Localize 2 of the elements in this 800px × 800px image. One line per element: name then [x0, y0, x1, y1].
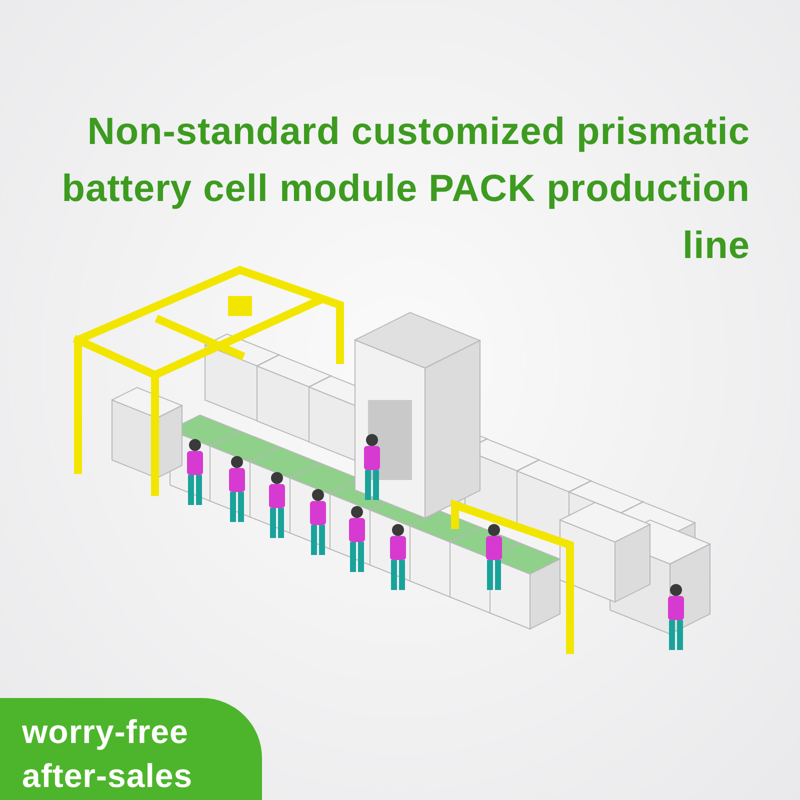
headline: Non-standard customized prismatic battery cell module PACK production line	[60, 110, 750, 269]
service-banner: worry-free after-sales	[0, 698, 262, 800]
